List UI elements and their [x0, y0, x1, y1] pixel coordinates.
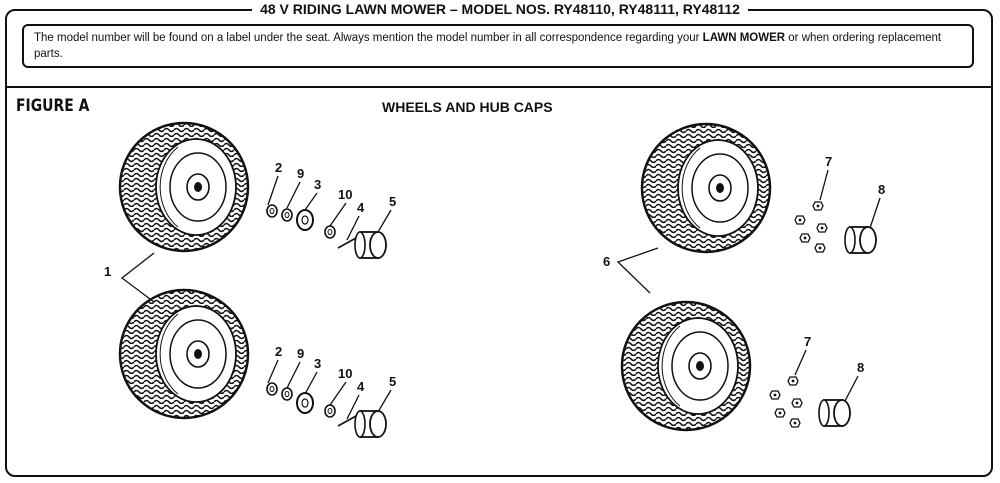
washer-upper-9 [281, 208, 293, 222]
front-tire-upper [118, 121, 250, 253]
lug-nuts-lower [769, 376, 803, 428]
hub-cap-lower [354, 410, 387, 438]
callout-7-upper: 7 [825, 154, 832, 169]
washer-upper-2 [266, 204, 278, 218]
spacer-upper-3 [296, 209, 314, 231]
washer-upper-10 [324, 225, 336, 239]
hub-cap-upper [354, 231, 387, 259]
rear-tire-upper [640, 122, 772, 254]
callout-7-lower: 7 [804, 334, 811, 349]
callout-2-lower: 2 [275, 344, 282, 359]
callout-8-upper: 8 [878, 182, 885, 197]
callout-10-upper: 10 [338, 187, 352, 202]
lug-nuts-upper [794, 201, 828, 253]
rear-tire-lower [620, 300, 752, 432]
callout-3-lower: 3 [314, 356, 321, 371]
pin-lower [337, 415, 357, 427]
callout-5-upper: 5 [389, 194, 396, 209]
callout-1: 1 [104, 264, 111, 279]
page-title-text: 48 V RIDING LAWN MOWER – MODEL NOS. RY48… [252, 1, 748, 17]
washer-lower-9 [281, 387, 293, 401]
callout-10-lower: 10 [338, 366, 352, 381]
callout-5-lower: 5 [389, 374, 396, 389]
callout-3-upper: 3 [314, 177, 321, 192]
hub-cap-rear-lower [818, 399, 851, 427]
callout-2-upper: 2 [275, 160, 282, 175]
section-divider [6, 86, 992, 88]
figure-label: FIGURE A [16, 96, 90, 116]
figure-title: WHEELS AND HUB CAPS [382, 99, 553, 115]
callout-9-upper: 9 [297, 166, 304, 181]
washer-lower-2 [266, 382, 278, 396]
spacer-lower-3 [296, 392, 314, 414]
notice-text-before: The model number will be found on a labe… [34, 32, 703, 44]
callout-4-upper: 4 [357, 200, 365, 215]
callout-6: 6 [603, 254, 610, 269]
hub-cap-rear-upper [844, 226, 877, 254]
notice-emphasis: LAWN MOWER [702, 32, 786, 44]
page-title: 48 V RIDING LAWN MOWER – MODEL NOS. RY48… [0, 0, 1000, 18]
leader-lines [120, 169, 881, 420]
callout-4-lower: 4 [357, 379, 365, 394]
washer-lower-10 [324, 404, 336, 418]
callout-8-lower: 8 [857, 360, 864, 375]
model-number-notice: The model number will be found on a labe… [22, 24, 974, 68]
callout-9-lower: 9 [297, 346, 304, 361]
pin-upper [337, 237, 357, 249]
notice-text-after: or when ordering replacement parts. [34, 32, 942, 60]
front-tire-lower [118, 288, 250, 420]
